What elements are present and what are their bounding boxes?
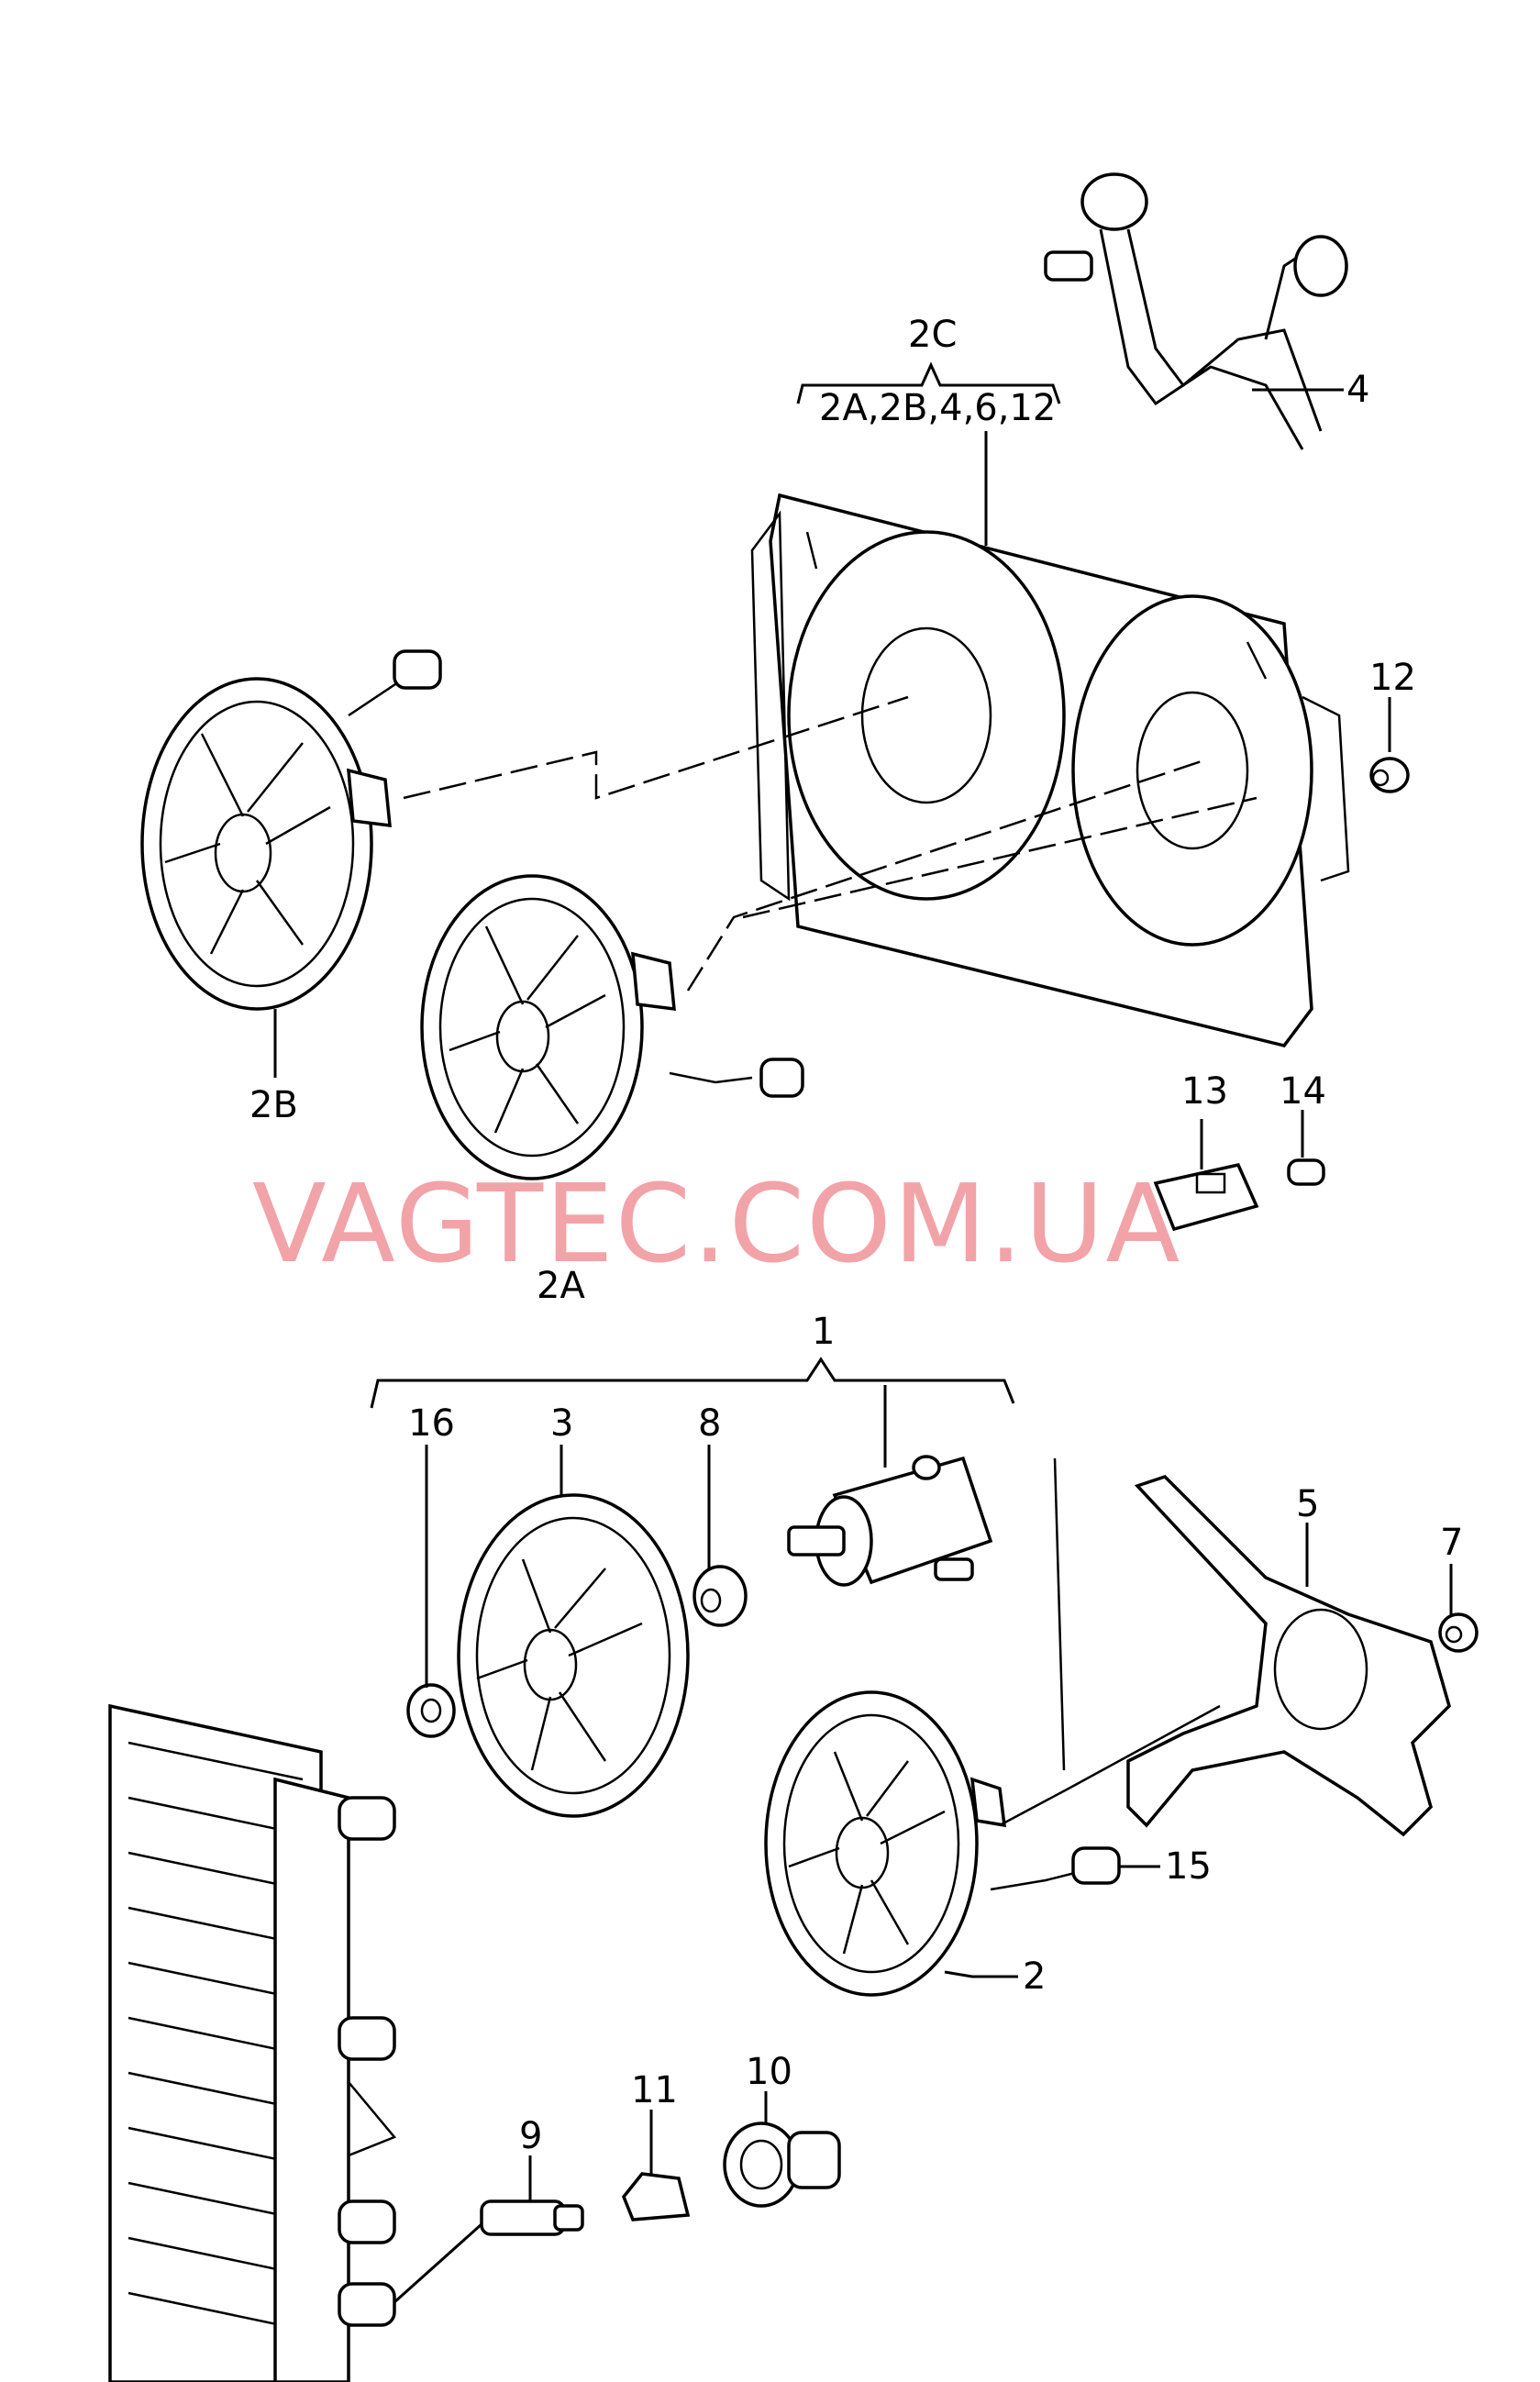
- plug-10: [723, 2122, 841, 2208]
- connector-15: [990, 1846, 1121, 1891]
- radiator: [108, 1703, 397, 2382]
- label-12: 12: [1369, 657, 1416, 699]
- pin-14: [1287, 1158, 1325, 1186]
- label-2a: 2A: [537, 1265, 585, 1307]
- washer-16: [406, 1683, 456, 1738]
- fan-blade-3: [457, 1493, 690, 1818]
- connector-13: [1153, 1162, 1259, 1232]
- leader-lines: [273, 361, 1453, 2304]
- label-2: 2: [1023, 1955, 1046, 1998]
- label-7: 7: [1440, 1522, 1463, 1564]
- label-3: 3: [550, 1402, 573, 1445]
- label-5: 5: [1296, 1483, 1319, 1525]
- label-16: 16: [408, 1402, 455, 1445]
- label-2b: 2B: [249, 1084, 298, 1126]
- label-2c: 2C: [908, 314, 957, 356]
- wiring-harness-4: [1044, 172, 1348, 450]
- label-2c-contents: 2A,2B,4,6,12: [819, 387, 1056, 429]
- watermark: VAGTEC.COM.UA: [252, 1160, 1181, 1287]
- assembly-axis-lines: [403, 695, 1257, 992]
- fan-2b: [140, 649, 442, 1011]
- label-15: 15: [1165, 1845, 1212, 1888]
- label-8: 8: [698, 1402, 721, 1445]
- hub-nut-8: [692, 1565, 748, 1627]
- fan-2a: [420, 874, 804, 1180]
- retaining-clip-11: [621, 2172, 691, 2221]
- label-11: 11: [631, 2069, 678, 2111]
- temperature-sensor-9: [480, 2199, 584, 2236]
- fan-motor: [787, 1455, 993, 1587]
- label-1: 1: [812, 1311, 835, 1353]
- label-14: 14: [1280, 1070, 1326, 1113]
- label-10: 10: [746, 2051, 792, 2093]
- fan-assembly-2: [764, 1457, 1221, 1997]
- fan-shroud: [750, 493, 1350, 1047]
- label-13: 13: [1181, 1070, 1228, 1113]
- label-4: 4: [1346, 369, 1369, 411]
- nut-7: [1438, 1612, 1479, 1653]
- part-labels: 2C 2A,2B,4,6,12 4 12 2B 2A 13 14 1 16 3 …: [249, 314, 1463, 2157]
- label-9: 9: [519, 2115, 542, 2157]
- nut-12: [1369, 757, 1410, 793]
- mounting-bracket-5: [1126, 1474, 1451, 1837]
